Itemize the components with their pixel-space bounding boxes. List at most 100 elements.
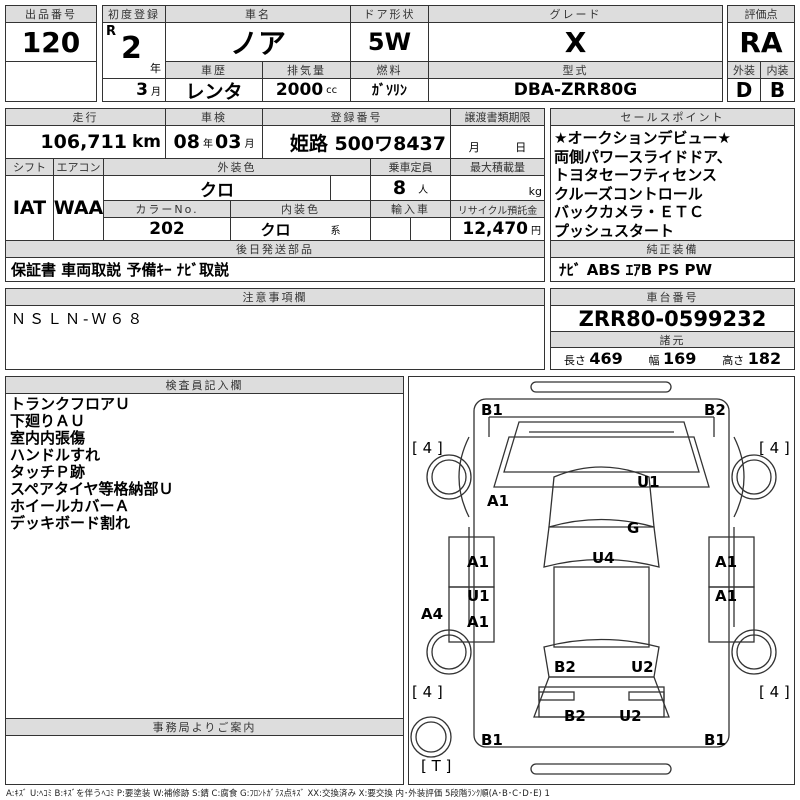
import-cell-1	[370, 217, 411, 241]
score: RA	[727, 22, 795, 62]
office-label: 事務局よりご案内	[5, 718, 404, 736]
damage-mark: A1	[487, 492, 510, 510]
damage-mark: A1	[715, 587, 738, 605]
tire-front-left: [ 4 ]	[412, 439, 443, 457]
mileage-value: 106,711	[40, 131, 127, 153]
first-reg-year: R 2 年	[102, 22, 166, 79]
equipment: ﾅﾋﾞ ABS ｴｱB PS PW	[550, 257, 795, 282]
sales-point: プッシュスタート	[554, 221, 675, 240]
import-label: 輸入車	[370, 200, 451, 218]
insp-year: 08	[173, 131, 200, 153]
capacity-unit: 人	[418, 184, 429, 196]
insp-month: 03	[215, 131, 242, 153]
damage-mark: A1	[715, 553, 738, 571]
lot-label: 出品番号	[5, 5, 97, 23]
spare-tire: [ T ]	[421, 757, 452, 775]
plate-number: 姫路 500ワ8437	[262, 125, 451, 159]
grade: X	[428, 22, 723, 62]
notes: ＮＳＬＮ-Ｗ６８	[5, 305, 545, 370]
damage-mark: U4	[592, 549, 615, 567]
recycle-label: リサイクル預託金	[450, 200, 545, 218]
office-notes	[5, 735, 404, 785]
width: 169	[663, 349, 697, 368]
sales-points-label: セールスポイント	[550, 108, 795, 126]
ext-color-label: 外装色	[103, 158, 371, 176]
cc-unit: cc	[326, 84, 338, 96]
chassis-label: 車台番号	[550, 288, 795, 306]
int-color-unit: 系	[330, 225, 341, 237]
mileage-label: 走行	[5, 108, 166, 126]
fuel-label: 燃料	[350, 61, 429, 79]
inspector-line: タッチＰ跡	[10, 463, 86, 481]
insp-month-unit: 月	[244, 138, 255, 150]
legend: A:ｷｽﾞ U:ﾍｺﾐ B:ｷｽﾞを伴うﾍｺﾐ P:要塗装 W:補修跡 S:錆 …	[6, 789, 550, 799]
sales-points: ★オークションデビュー★ 両側パワースライドドア、 トヨタセーフティセンス クル…	[550, 125, 795, 241]
ext-label: 外装	[727, 61, 761, 79]
inspector-line: デッキボード割れ	[10, 514, 131, 532]
door-type: 5W	[350, 22, 429, 62]
model-label: 型式	[428, 61, 723, 79]
specs: 長さ 469 幅 169 高さ 182	[550, 347, 795, 370]
inspector-line: トランクフロアＵ	[10, 395, 131, 413]
int-color-label: 内装色	[230, 200, 371, 218]
car-outline-icon	[410, 381, 777, 775]
inspector-line: ホイールカバーＡ	[10, 497, 130, 515]
sales-point: トヨタセーフティセンス	[554, 166, 717, 184]
capacity-label: 乗車定員	[370, 158, 451, 176]
displacement-value: 2000	[275, 80, 324, 100]
height-label: 高さ	[722, 354, 745, 367]
damage-mark: U2	[619, 707, 642, 725]
sales-point: バックカメラ・ＥＴＣ	[554, 203, 705, 221]
km-unit: km	[131, 132, 161, 152]
sales-point: ★オークションデビュー★	[554, 129, 731, 147]
car-name: ノア	[165, 22, 351, 62]
aircon: WAA	[53, 175, 104, 241]
inspector-label: 検査員記入欄	[5, 376, 404, 394]
notes-label: 注意事項欄	[5, 288, 545, 306]
reg-month: 3	[136, 80, 148, 100]
model-code: DBA-ZRR80G	[428, 78, 723, 102]
tire-rear-right: [ 4 ]	[759, 683, 790, 701]
tire-rear-left: [ 4 ]	[412, 683, 443, 701]
int-color-value: クロ	[260, 220, 291, 239]
yen-unit: 円	[531, 225, 541, 237]
history-label: 車歴	[165, 61, 263, 79]
inspector-line: 下廻りＡＵ	[10, 412, 86, 430]
first-reg-label: 初度登録	[102, 5, 166, 23]
plate-label: 登録番号	[262, 108, 451, 126]
ext-score: D	[727, 78, 761, 102]
max-load: kg	[450, 175, 545, 201]
insp-year-unit: 年	[203, 138, 213, 150]
aircon-label: エアコン	[53, 158, 104, 176]
damage-mark: A1	[467, 553, 490, 571]
lot-number: 120	[5, 22, 97, 62]
reg-year: 2	[121, 31, 142, 66]
damage-mark: B1	[481, 731, 503, 749]
tire-front-right: [ 4 ]	[759, 439, 790, 457]
door-label: ドア形状	[350, 5, 429, 23]
car-name-label: 車名	[165, 5, 351, 23]
era: R	[106, 24, 117, 39]
shift: IAT	[5, 175, 54, 241]
year-unit: 年	[150, 62, 161, 75]
width-label: 幅	[648, 354, 660, 367]
damage-mark: B2	[564, 707, 586, 725]
damage-mark: B1	[481, 401, 503, 419]
sales-point: クルーズコントロール	[554, 184, 703, 203]
inspector-line: スペアタイヤ等格納部Ｕ	[10, 480, 174, 498]
transfer-label: 譲渡書類期限	[450, 108, 545, 126]
damage-diagram: [ 4 ] [ 4 ] [ 4 ] [ 4 ] [ T ] B1 B2 U1 A…	[408, 376, 795, 785]
inspector-notes: トランクフロアＵ 下廻りＡＵ 室内内張傷 ハンドルすれ タッチＰ跡 スペアタイヤ…	[5, 393, 404, 719]
color-no: 202	[103, 217, 231, 241]
later-parts: 保証書 車両取説 予備ｷｰ ﾅﾋﾞ取説	[5, 257, 545, 282]
inspector-line: 室内内張傷	[10, 429, 86, 447]
import-cell-2	[410, 217, 451, 241]
color-no-label: カラーNo.	[103, 200, 231, 218]
damage-mark: B2	[704, 401, 726, 419]
equipment-label: 純正装備	[550, 240, 795, 258]
inspector-line: ハンドルすれ	[10, 446, 101, 464]
